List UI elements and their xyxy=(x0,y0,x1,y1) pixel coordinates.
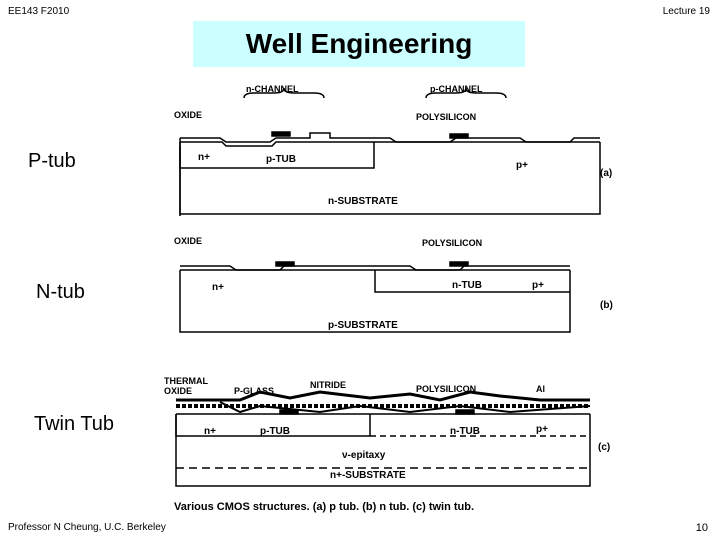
label-poly-c: POLYSILICON xyxy=(416,384,476,394)
label-oxide-a: OXIDE xyxy=(174,110,202,120)
footer-author: Professor N Cheung, U.C. Berkeley xyxy=(8,522,166,533)
label-tag-c: (c) xyxy=(598,442,610,453)
label-ntub: N-tub xyxy=(36,281,85,303)
label-pplus-b: p+ xyxy=(532,280,544,291)
label-substrate-b: p-SUBSTRATE xyxy=(328,320,398,331)
label-substrate-a: n-SUBSTRATE xyxy=(328,196,398,207)
label-ptub-c: p-TUB xyxy=(260,426,290,437)
cmos-diagram: n-CHANNEL p-CHANNEL OXIDE POLYSILICON n+… xyxy=(164,84,613,513)
label-pplus-c: p+ xyxy=(536,424,548,435)
diagram-a xyxy=(179,87,601,216)
lecture-number: Lecture 19 xyxy=(662,6,710,17)
label-tag-a: (a) xyxy=(600,168,612,179)
diagram-c xyxy=(175,390,591,487)
label-al-c: Al xyxy=(536,384,545,394)
label-substrate-c: n+-SUBSTRATE xyxy=(330,470,406,481)
label-nplus-c: n+ xyxy=(204,426,216,437)
label-thermal-c: THERMAL xyxy=(164,376,208,386)
label-n-channel: n-CHANNEL xyxy=(246,84,299,94)
label-ptub-a: p-TUB xyxy=(266,154,296,165)
label-epitaxy-c: ν-epitaxy xyxy=(342,450,386,461)
label-twin-tub: Twin Tub xyxy=(34,413,115,435)
label-nitride-c: NITRIDE xyxy=(310,380,346,390)
label-poly-b: POLYSILICON xyxy=(422,238,482,248)
label-ntub-b: n-TUB xyxy=(452,280,482,291)
label-p-channel: p-CHANNEL xyxy=(430,84,483,94)
label-ptub: P-tub xyxy=(28,150,76,172)
label-ntub-c: n-TUB xyxy=(450,426,480,437)
label-nplus-b: n+ xyxy=(212,282,224,293)
page-number: 10 xyxy=(695,522,708,534)
cmos-cross-section-figure: n-CHANNEL p-CHANNEL OXIDE POLYSILICON n+… xyxy=(160,76,630,532)
slide-title: Well Engineering xyxy=(245,28,473,59)
diagram-b xyxy=(179,261,571,333)
label-pplus-a: p+ xyxy=(516,160,528,171)
label-nplus-a: n+ xyxy=(198,152,210,163)
label-poly-a: POLYSILICON xyxy=(416,112,476,122)
label-oxide-b: OXIDE xyxy=(174,236,202,246)
figure-caption: Various CMOS structures. (a) p tub. (b) … xyxy=(174,501,474,513)
course-code: EE143 F2010 xyxy=(8,6,70,17)
label-pglass-c: P-GLASS xyxy=(234,386,274,396)
slide-title-box: Well Engineering xyxy=(193,21,525,67)
label-oxide-c: OXIDE xyxy=(164,386,192,396)
label-tag-b: (b) xyxy=(600,300,613,311)
